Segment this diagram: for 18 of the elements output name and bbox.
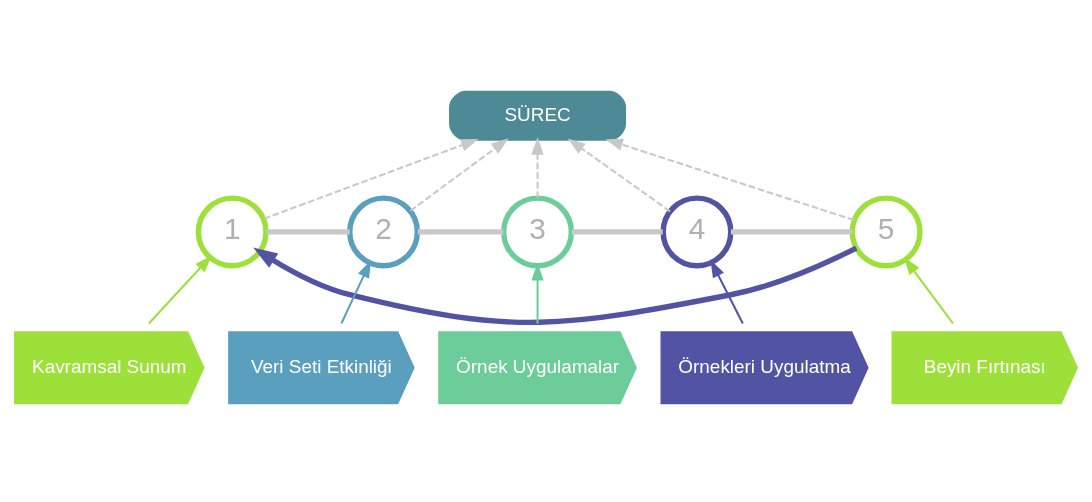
node-circle: 1 (195, 194, 269, 268)
node-circle: 3 (501, 194, 575, 268)
node-circle: 5 (849, 194, 923, 268)
node-circle: 4 (660, 194, 734, 268)
connector (730, 228, 853, 235)
arrow (531, 136, 544, 198)
node-circle: 2 (347, 194, 420, 268)
arrow (148, 254, 212, 324)
arrow (605, 138, 855, 221)
arrow (253, 245, 858, 325)
arrow (567, 138, 671, 212)
arrow (409, 137, 509, 212)
connector (266, 228, 350, 235)
arrow (340, 259, 371, 324)
node-box: SÜREC (449, 90, 627, 141)
connector (571, 228, 663, 235)
arrow (263, 138, 479, 220)
connector (417, 228, 504, 235)
